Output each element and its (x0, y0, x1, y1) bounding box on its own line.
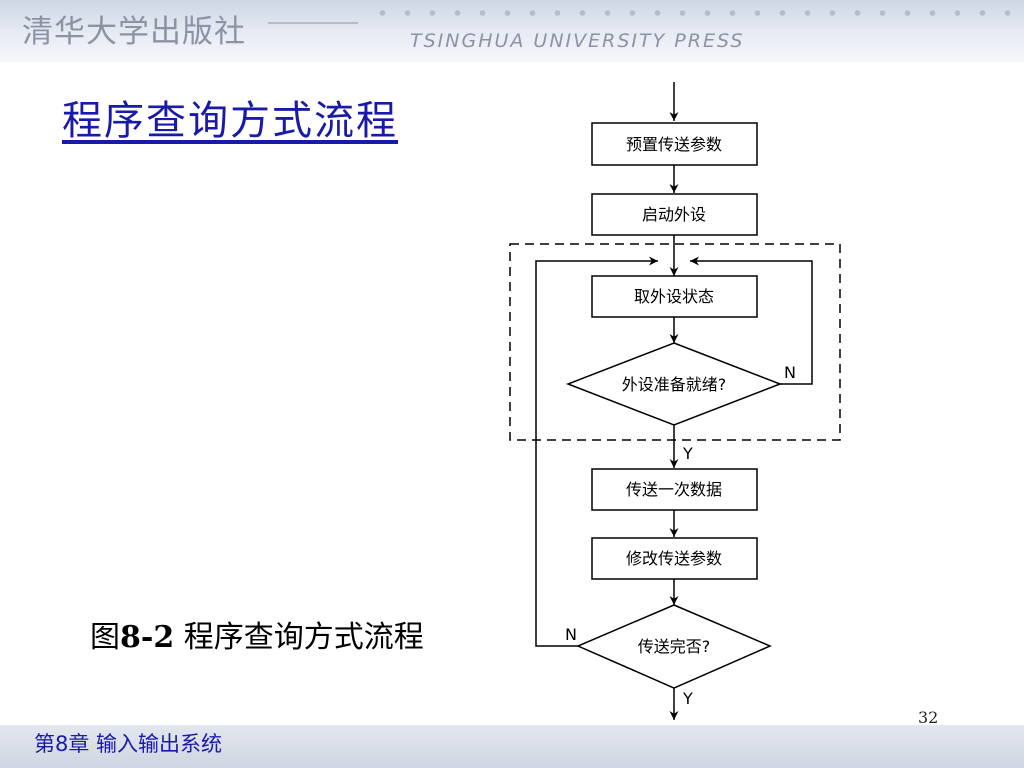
label-transfer-once: 传送一次数据 (626, 480, 722, 499)
label-start-device: 启动外设 (642, 205, 706, 224)
caption-number: 8-2 (120, 620, 175, 655)
label-preset-params: 预置传送参数 (626, 135, 722, 154)
label-ready-no: N (784, 363, 796, 382)
label-ready-yes: Y (682, 444, 693, 463)
diamond-device-ready (565, 342, 783, 426)
diamond-transfer-done (576, 604, 772, 689)
polling-loop-dashed-box (509, 243, 841, 441)
box-modify-params (591, 537, 758, 580)
box-transfer-once (591, 468, 758, 511)
label-device-ready: 外设准备就绪? (622, 375, 727, 394)
box-preset-params (591, 122, 758, 166)
label-modify-params: 修改传送参数 (626, 549, 722, 568)
header-divider (268, 22, 358, 24)
publisher-subtitle: TSINGHUA UNIVERSITY PRESS (410, 30, 745, 52)
page-number: 32 (918, 708, 939, 727)
label-transfer-done: 传送完否? (638, 637, 711, 656)
footer-chapter-label: 第8章 输入输出系统 (34, 732, 223, 756)
box-start-device (591, 193, 758, 236)
header-dots-decoration (370, 8, 1020, 18)
publisher-logo: 清华大学出版社 (22, 14, 246, 50)
box-get-status (591, 275, 758, 318)
loop-ready-no (690, 256, 813, 385)
label-done-no: N (565, 625, 577, 644)
caption-text: 程序查询方式流程 (174, 620, 424, 655)
label-done-yes: Y (682, 689, 693, 708)
loop-done-no (535, 256, 658, 647)
label-get-status: 取外设状态 (634, 287, 714, 306)
footer-bar (0, 725, 1024, 768)
caption-prefix: 图 (90, 620, 120, 655)
figure-caption: 图8-2 程序查询方式流程 (90, 612, 424, 656)
header-banner: 清华大学出版社 TSINGHUA UNIVERSITY PRESS (0, 0, 1024, 62)
slide-title: 程序查询方式流程 (62, 98, 398, 144)
